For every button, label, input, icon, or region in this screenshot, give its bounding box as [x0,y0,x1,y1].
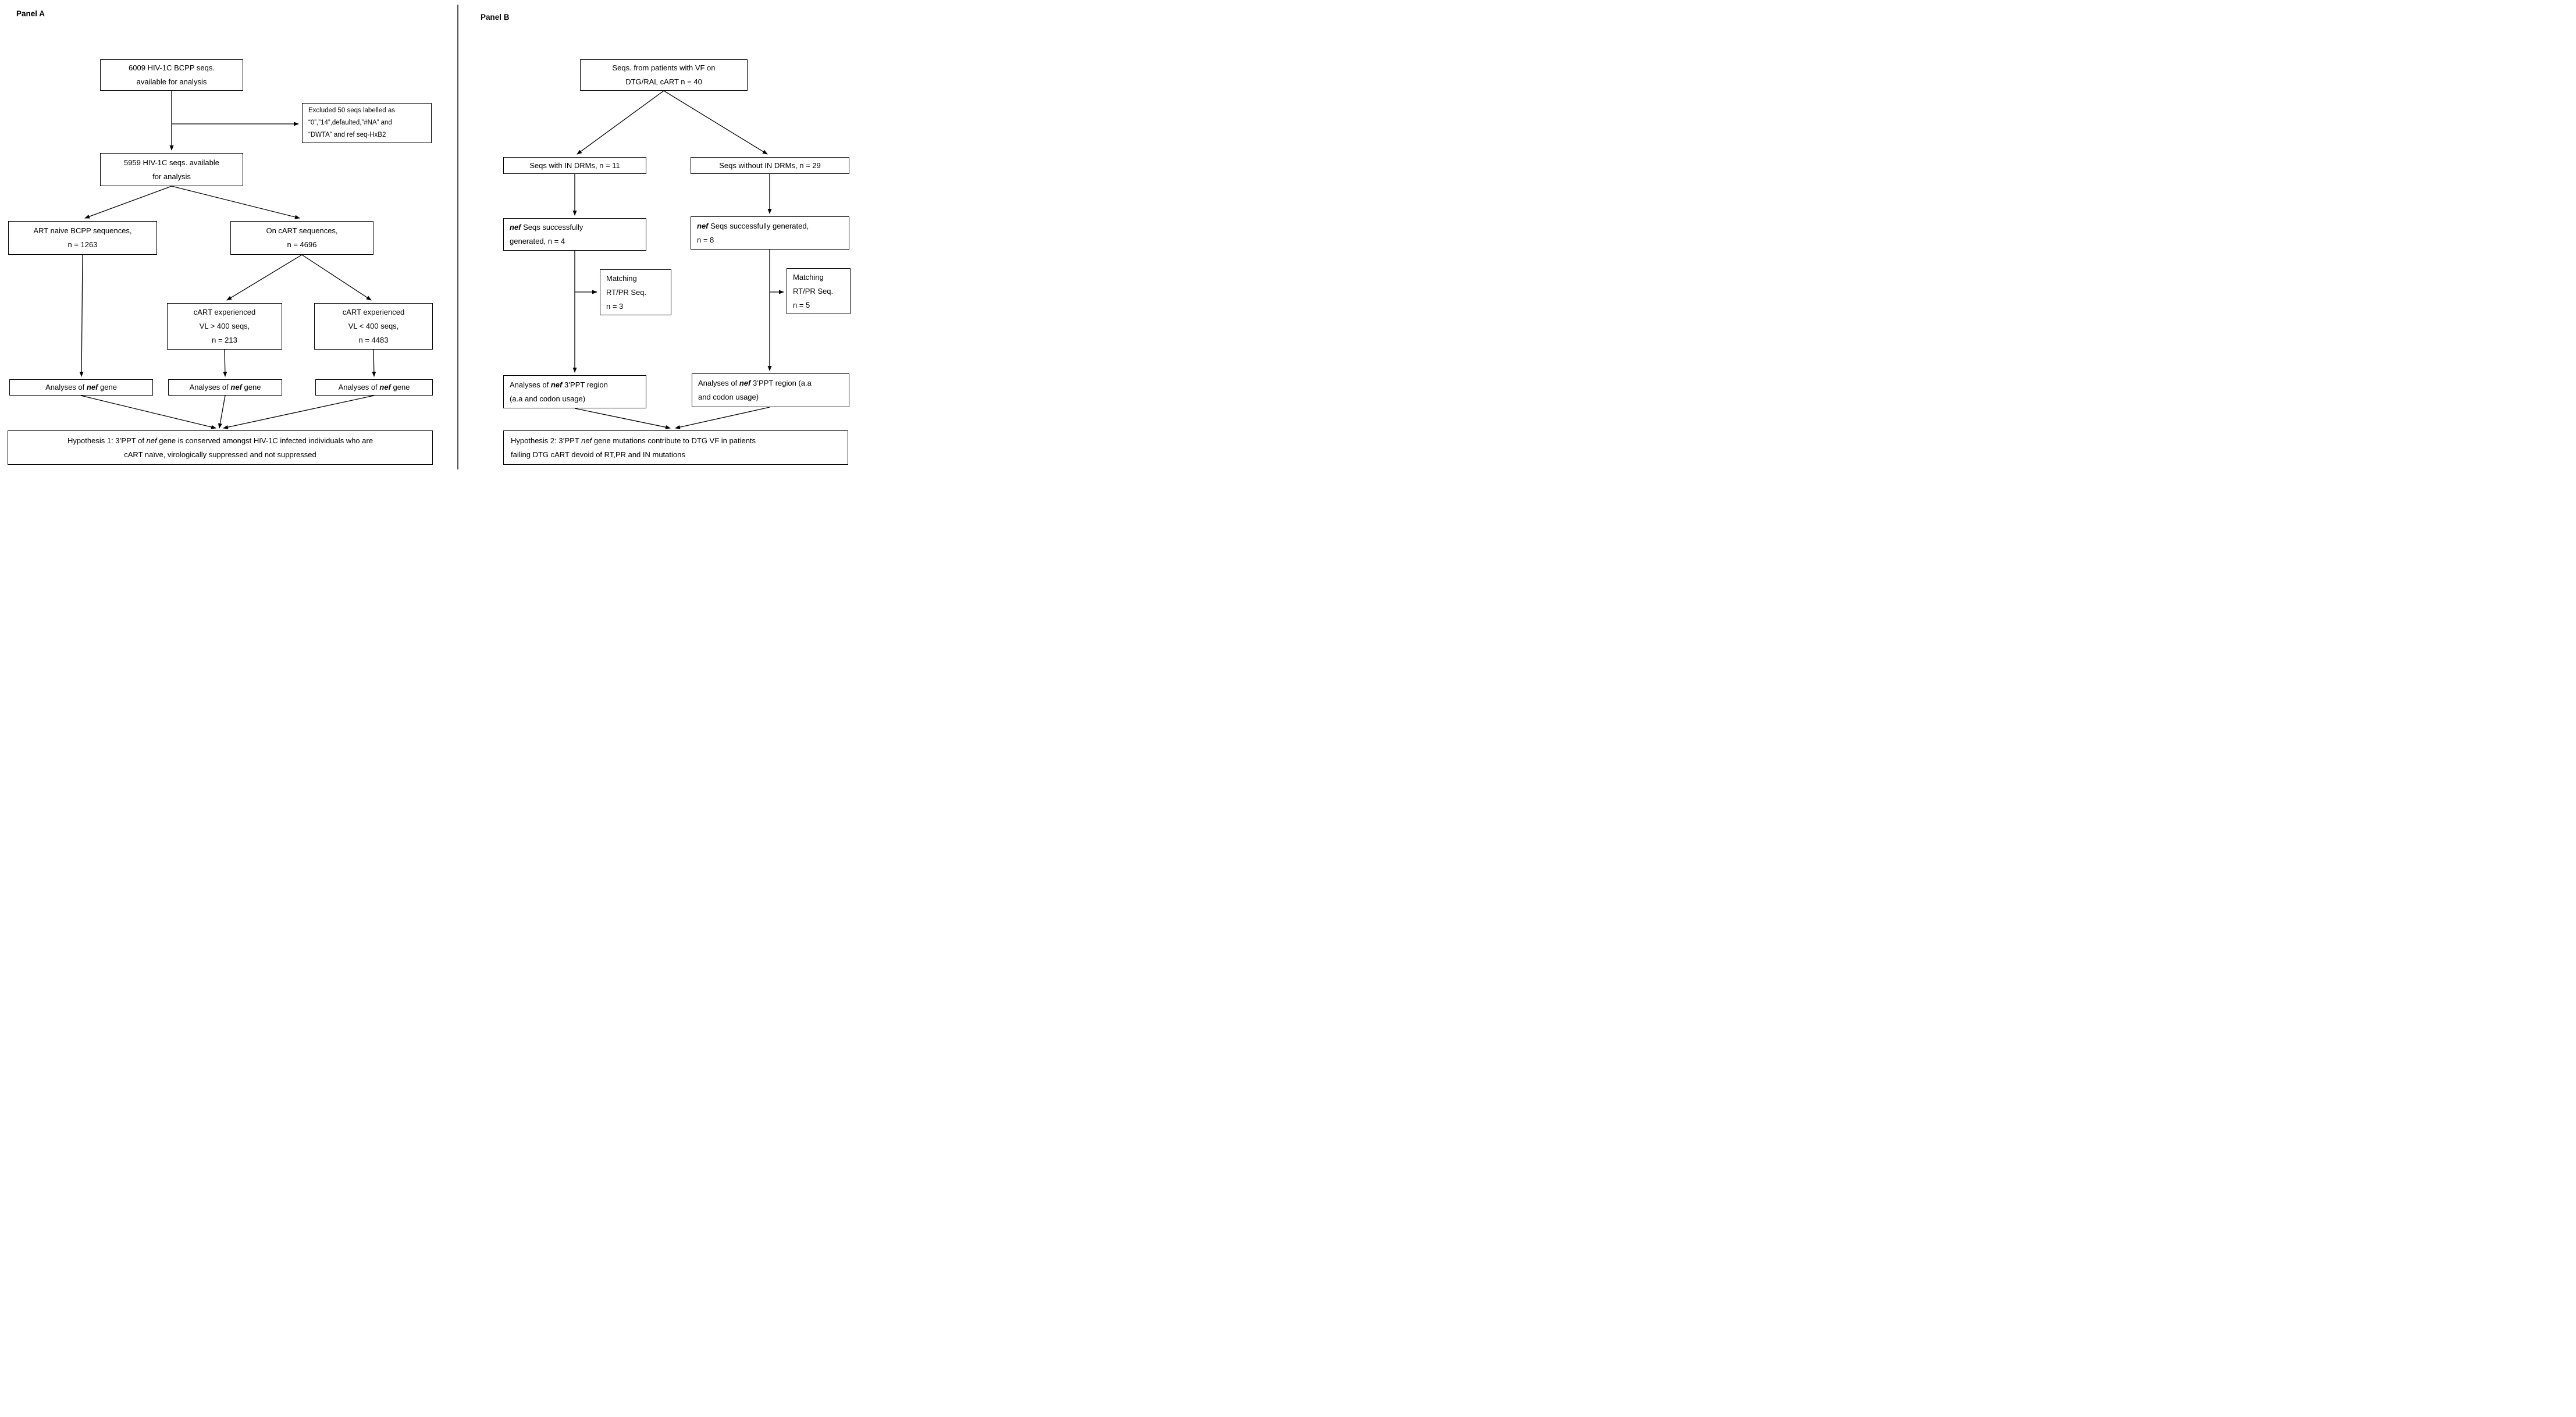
arrow-5959-to-art-naive [84,186,172,219]
box-cart-vl-gt400: cART experienced VL > 400 seqs, n = 213 [167,303,282,350]
box-matching-rtpr-5: Matching RT/PR Seq. n = 5 [787,268,851,314]
nef-gene-italic: nef [146,436,157,445]
box-art-naive: ART naive BCPP sequences, n = 1263 [8,221,157,255]
box-with-in-drms: Seqs with IN DRMs, n = 11 [503,157,646,174]
box-excluded-seqs: Excluded 50 seqs labelled as “0”,”14”,de… [302,103,432,143]
nef-gene-italic: nef [379,383,391,391]
arrow-5959-to-on-cart [171,186,300,219]
nef-gene-italic: nef [230,383,242,391]
arrow-on-cart-to-vl-gt400 [226,254,303,301]
box-hypothesis-1: Hypothesis 1: 3’PPT of nef gene is conse… [8,430,433,465]
flow-diagram-canvas: Panel A 6009 HIV-1C BCPP seqs. available… [0,0,859,472]
box-6009-seqs: 6009 HIV-1C BCPP seqs. available for ana… [100,59,243,91]
arrow-vf-to-with-drms [577,90,664,155]
box-analyses-nef-2: Analyses of nef gene [168,379,282,396]
box-analyses-ppt-right: Analyses of nef 3’PPT region (a.a and co… [692,373,849,407]
arrow-analyses3-to-hypothesis1 [223,395,375,429]
arrow-analyses2-to-hypothesis1 [218,395,226,429]
box-on-cart: On cART sequences, n = 4696 [230,221,373,255]
box-nef-generated-8: nef Seqs successfully generated, n = 8 [691,216,849,250]
box-analyses-nef-3: Analyses of nef gene [315,379,433,396]
arrow-on-cart-to-vl-lt400 [301,254,372,301]
arrow-art-naive-to-analyses [79,254,84,377]
box-analyses-nef-1: Analyses of nef gene [9,379,153,396]
arrow-ppt-left-to-hypothesis2 [574,408,671,429]
nef-gene-italic: nef [86,383,98,391]
panel-divider [457,5,458,469]
panel-a-label: Panel A [16,9,45,18]
box-analyses-ppt-left: Analyses of nef 3’PPT region (a.a and co… [503,375,646,408]
box-matching-rtpr-3: Matching RT/PR Seq. n = 3 [600,269,671,315]
box-5959-seqs: 5959 HIV-1C seqs. available for analysis [100,153,243,186]
box-nef-generated-4: nef Seqs successfully generated, n = 4 [503,218,646,251]
box-hypothesis-2: Hypothesis 2: 3’PPT nef gene mutations c… [503,430,848,465]
nef-gene-italic: nef [550,380,563,389]
nef-gene-italic: nef [739,379,751,387]
nef-gene-italic: nef [510,223,521,232]
box-vf-dtg-ral: Seqs. from patients with VF on DTG/RAL c… [580,59,748,91]
nef-gene-italic: nef [697,221,709,230]
box-cart-vl-lt400: cART experienced VL < 400 seqs, n = 4483 [314,303,433,350]
nef-gene-italic: nef [581,436,592,445]
arrow-ppt-right-to-hypothesis2 [675,407,770,429]
arrow-analyses1-to-hypothesis1 [80,395,216,429]
box-without-in-drms: Seqs without IN DRMs, n = 29 [691,157,849,174]
arrow-vf-to-without-drms [663,90,768,155]
panel-b-label: Panel B [481,13,510,22]
arrow-vl-lt400-to-analyses [372,349,376,377]
